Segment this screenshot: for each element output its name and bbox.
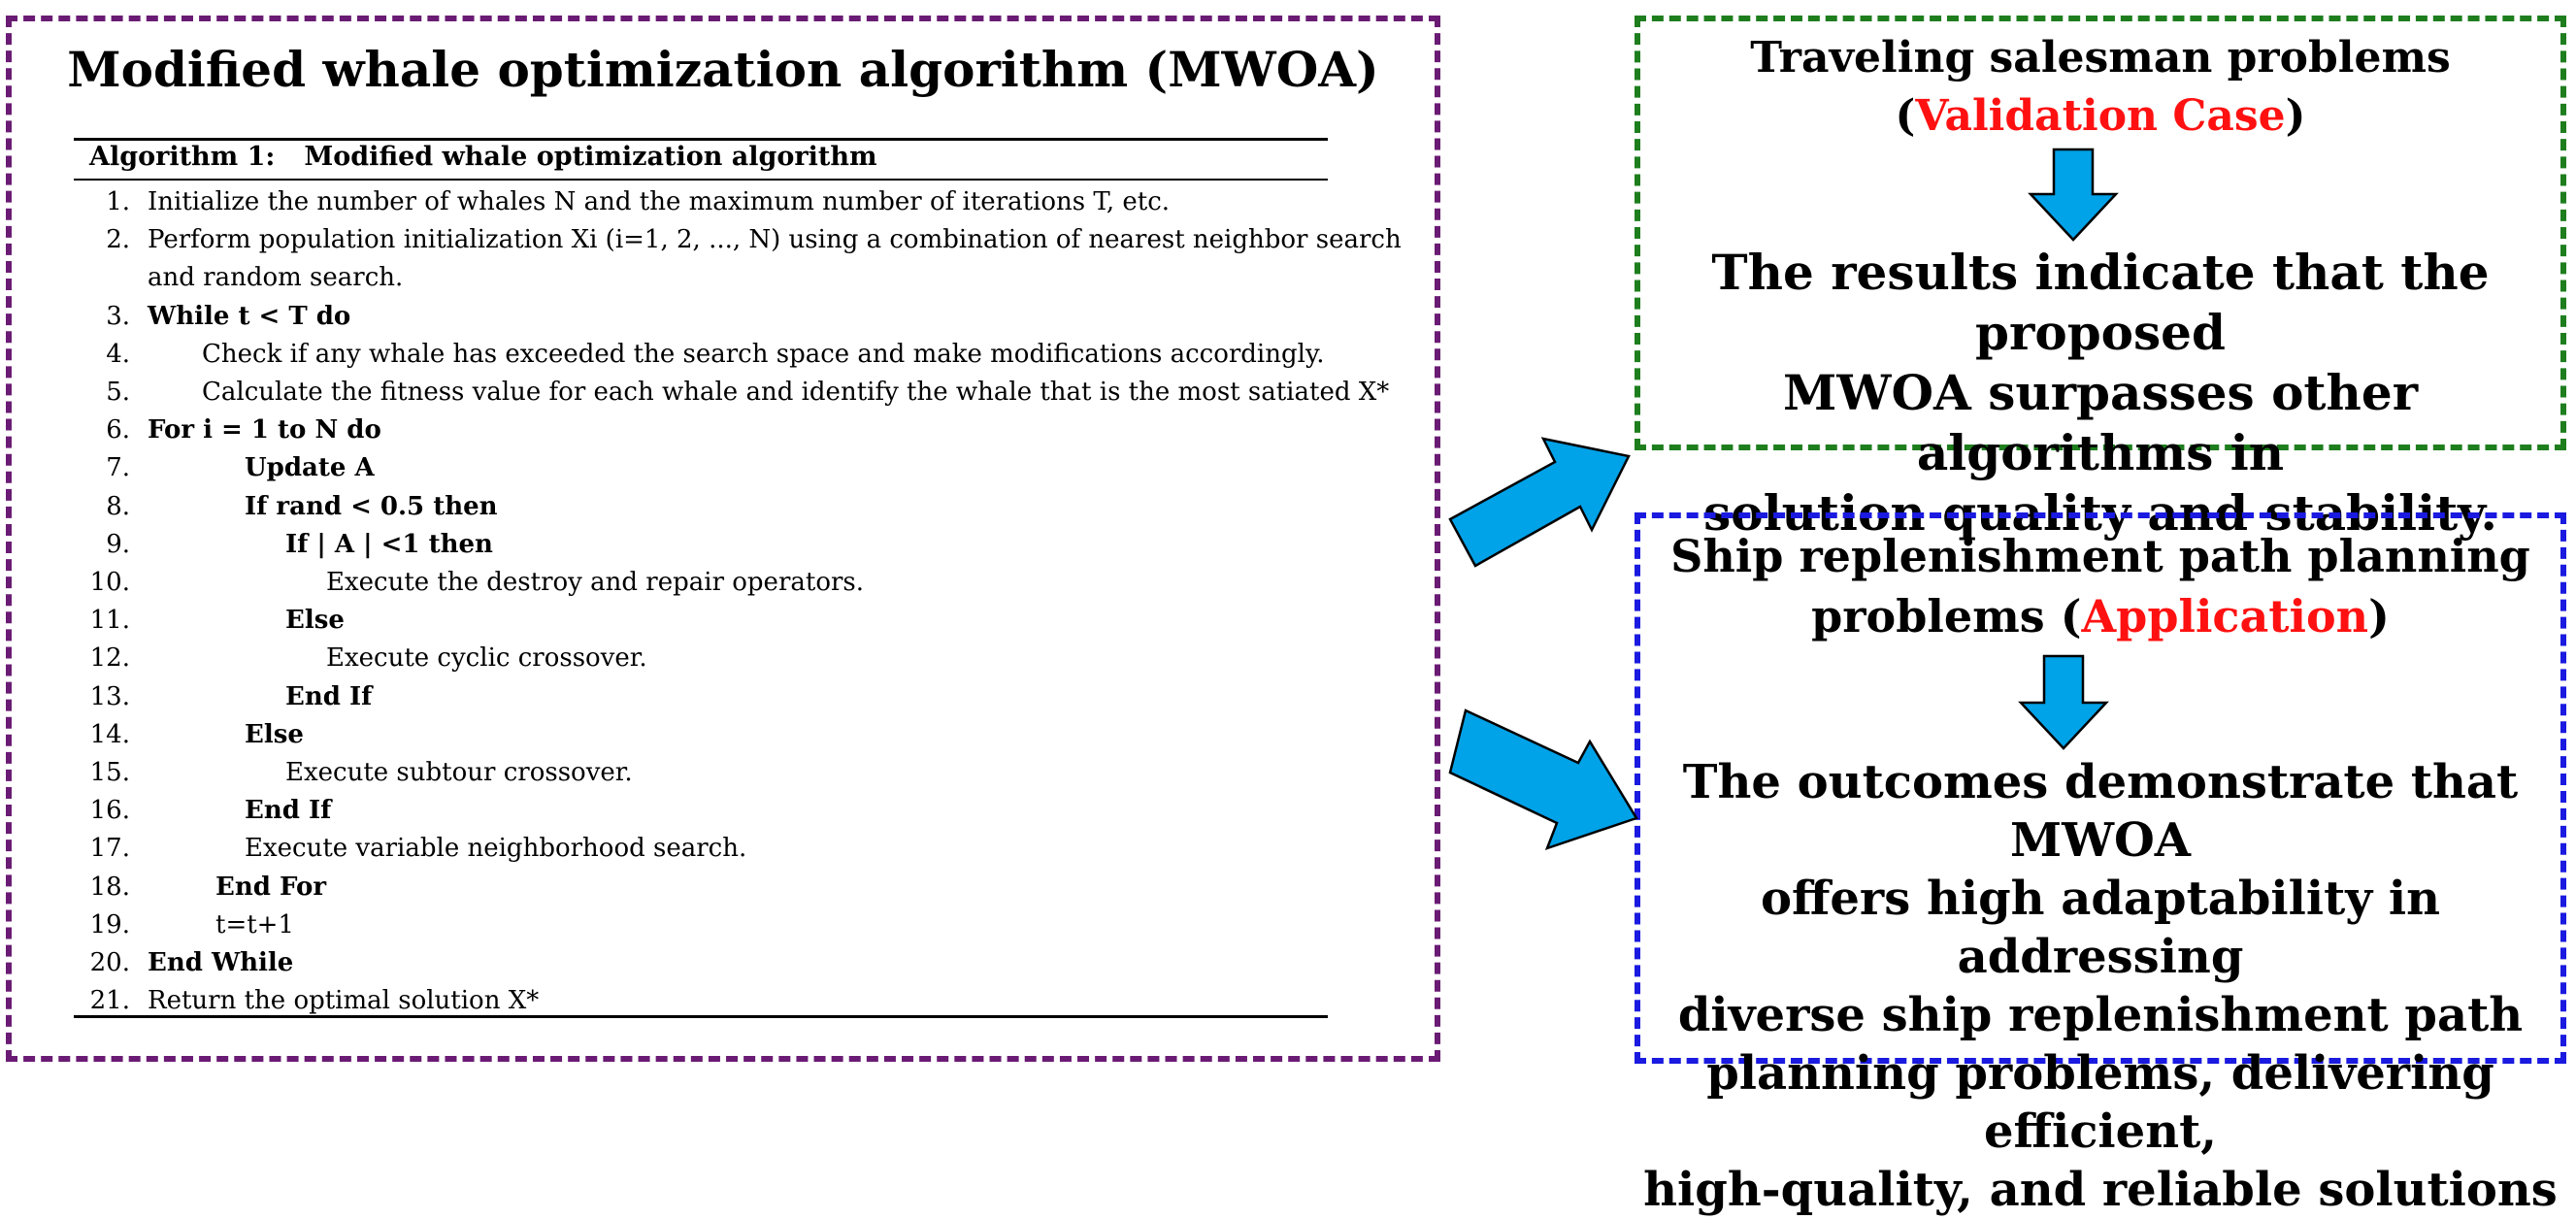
step-text: End If bbox=[285, 681, 373, 711]
application-heading-line2: problems (Application) bbox=[1811, 590, 2390, 642]
validation-case-label: Validation Case bbox=[1915, 91, 2286, 141]
step-number: 6. bbox=[106, 415, 130, 445]
validation-heading-line2: (Validation Case) bbox=[1895, 91, 2306, 141]
right-arrow-icon bbox=[1448, 437, 1631, 568]
step-text: and random search. bbox=[148, 263, 404, 293]
step-text: While t < T do bbox=[148, 301, 351, 331]
table-top-rule bbox=[74, 138, 1328, 141]
validation-result-line2: MWOA surpasses other algorithms in bbox=[1782, 364, 2419, 481]
step-number: 4. bbox=[106, 339, 130, 369]
validation-result-text: The results indicate that the proposed M… bbox=[1640, 243, 2560, 544]
application-panel: Ship replenishment path planning problem… bbox=[1635, 512, 2566, 1217]
step-text: Execute cyclic crossover. bbox=[326, 643, 647, 674]
down-arrow-icon bbox=[2018, 654, 2109, 750]
step-number: 20. bbox=[89, 948, 130, 977]
step-number: 14. bbox=[89, 719, 130, 749]
application-result-line1: The outcomes demonstrate that MWOA bbox=[1682, 755, 2519, 868]
step-text: Initialize the number of whales N and th… bbox=[148, 187, 1171, 216]
step-number: 19. bbox=[89, 909, 130, 939]
step-text: If | A | <1 then bbox=[285, 529, 493, 559]
right-arrow-icon bbox=[1448, 708, 1638, 851]
step-number: 3. bbox=[106, 301, 130, 331]
algorithm-panel-title: Modified whale optimization algorithm (M… bbox=[67, 41, 1379, 98]
algorithm-panel: Modified whale optimization algorithm (M… bbox=[6, 16, 1440, 1062]
step-number: 18. bbox=[89, 872, 130, 902]
validation-case-panel: Traveling salesman problems (Validation … bbox=[1635, 16, 2566, 542]
step-text: End If bbox=[245, 796, 332, 826]
algorithm-header-label: Algorithm 1: bbox=[89, 142, 276, 172]
application-heading: Ship replenishment path planning problem… bbox=[1640, 526, 2560, 646]
step-text: t=t+1 bbox=[215, 909, 295, 939]
step-number: 8. bbox=[106, 491, 130, 521]
step-text: Perform population initialization Xi (i=… bbox=[148, 225, 1402, 255]
step-number: 13. bbox=[89, 681, 130, 711]
step-text: If rand < 0.5 then bbox=[245, 491, 498, 521]
down-arrow-icon bbox=[2028, 148, 2119, 242]
application-result-line2: offers high adaptability in addressing bbox=[1760, 872, 2441, 984]
table-bottom-rule bbox=[74, 1015, 1328, 1018]
step-number: 5. bbox=[106, 378, 130, 407]
algorithm-header-name: Modified whale optimization algorithm bbox=[304, 142, 877, 172]
step-number: 11. bbox=[89, 606, 130, 636]
step-number: 1. bbox=[106, 187, 130, 216]
validation-case-heading: Traveling salesman problems (Validation … bbox=[1640, 29, 2560, 146]
application-result-line5: high-quality, and reliable solutions bbox=[1643, 1163, 2558, 1217]
validation-heading-line1: Traveling salesman problems bbox=[1750, 33, 2451, 82]
step-text: Execute subtour crossover. bbox=[285, 758, 633, 787]
step-text: For i = 1 to N do bbox=[148, 415, 381, 445]
application-heading-line1: Ship replenishment path planning bbox=[1670, 530, 2530, 582]
step-text: Update A bbox=[245, 453, 375, 483]
step-text: End While bbox=[148, 948, 294, 977]
application-result-line3: diverse ship replenishment path bbox=[1677, 988, 2524, 1042]
step-text: Execute variable neighborhood search. bbox=[245, 834, 747, 864]
step-number: 17. bbox=[89, 834, 130, 864]
step-number: 15. bbox=[89, 758, 130, 787]
application-result-text: The outcomes demonstrate that MWOA offer… bbox=[1640, 753, 2560, 1219]
step-text: Calculate the fitness value for each wha… bbox=[202, 378, 1390, 407]
step-text: Check if any whale has exceeded the sear… bbox=[202, 339, 1325, 369]
step-number: 12. bbox=[89, 643, 130, 674]
step-number: 16. bbox=[89, 796, 130, 826]
step-text: Else bbox=[285, 606, 345, 636]
step-number: 2. bbox=[106, 225, 130, 255]
step-text: Return the optimal solution X* bbox=[148, 986, 540, 1016]
step-text: End For bbox=[215, 872, 327, 902]
algorithm-header: Algorithm 1: Modified whale optimization … bbox=[89, 142, 877, 172]
step-number: 7. bbox=[106, 453, 130, 483]
step-text: Execute the destroy and repair operators… bbox=[326, 568, 865, 597]
table-header-rule bbox=[74, 179, 1328, 181]
step-number: 10. bbox=[89, 568, 130, 597]
step-number: 21. bbox=[89, 986, 130, 1016]
application-result-line4: planning problems, delivering efficient, bbox=[1706, 1046, 2494, 1159]
validation-result-line1: The results indicate that the proposed bbox=[1711, 244, 2490, 361]
step-text: Else bbox=[245, 719, 304, 749]
application-label: Application bbox=[2081, 590, 2369, 642]
step-number: 9. bbox=[106, 529, 130, 559]
